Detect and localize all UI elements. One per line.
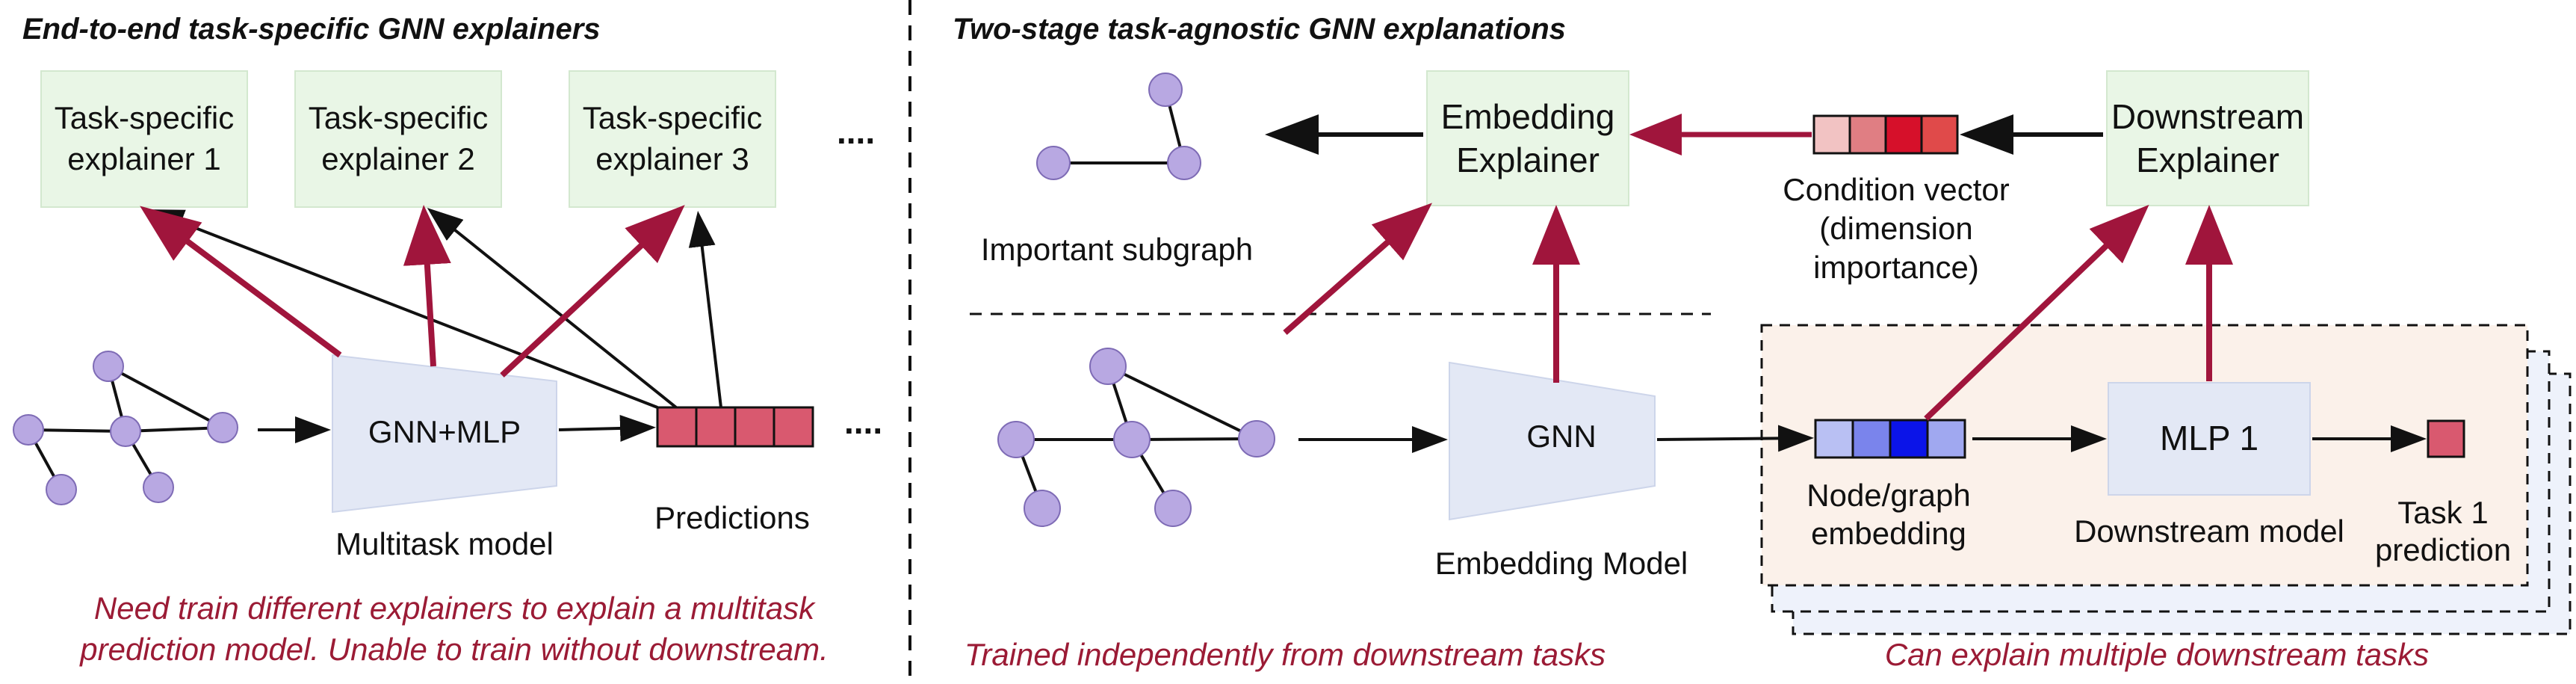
explainer-2-line2: explainer 2 <box>321 141 474 176</box>
right-graph-nodes <box>997 348 1275 527</box>
right-title: Two-stage task-agnostic GNN explanations <box>953 13 1566 46</box>
embedding-explainer-line1: Embedding <box>1441 97 1615 136</box>
condition-vector-line3: importance) <box>1813 250 1979 285</box>
explainer-3-line2: explainer 3 <box>595 141 749 176</box>
red-arrow-graph-to-explainer <box>1283 203 1433 336</box>
arrow-gnn-to-embedding <box>1656 425 1814 452</box>
multitask-model-shape <box>332 354 557 514</box>
explainer-1-line2: explainer 1 <box>67 141 220 176</box>
red-arrow-embedding-to-downstream <box>1924 204 2149 421</box>
important-subgraph-label: Important subgraph <box>981 232 1253 267</box>
condition-vector-line1: Condition vector <box>1783 172 2010 207</box>
explainer-2-line1: Task-specific <box>309 100 488 135</box>
predictions-ellipsis: .... <box>844 402 882 441</box>
task-prediction-box <box>2427 419 2465 458</box>
embedding-explainer-box: Embedding Explainer <box>1426 70 1629 206</box>
left-graph-nodes <box>13 351 238 505</box>
embedding-model-caption: Embedding Model <box>1435 546 1688 581</box>
node-embedding-vector <box>1814 419 1966 459</box>
right-note-right: Can explain multiple downstream tasks <box>1885 637 2429 672</box>
explainers-ellipsis: .... <box>837 112 875 151</box>
explainer-box-2: Task-specific explainer 2 <box>294 70 502 208</box>
red-arrow-to-explainer-2 <box>403 205 451 367</box>
predictions-label: Predictions <box>654 500 810 535</box>
task-prediction-line2: prediction <box>2375 532 2511 567</box>
mlp-box: MLP 1 <box>2108 382 2311 496</box>
left-title: End-to-end task-specific GNN explainers <box>22 13 601 46</box>
left-note-line1: Need train different explainers to expla… <box>94 591 816 626</box>
explainer-1-line1: Task-specific <box>55 100 234 135</box>
right-note-left: Trained independently from downstream ta… <box>965 637 1606 672</box>
gnn-shape <box>1449 361 1656 521</box>
red-arrow-to-explainer-3 <box>500 205 685 378</box>
condition-vector <box>1812 114 1959 155</box>
explainer-3-line1: Task-specific <box>583 100 762 135</box>
predictions-vector <box>656 406 814 448</box>
downstream-explainer-box: Downstream Explainer <box>2106 70 2309 206</box>
gnn-label: GNN <box>1526 419 1596 454</box>
explainer-box-3: Task-specific explainer 3 <box>569 70 776 208</box>
downstream-explainer-line2: Explainer <box>2136 141 2279 179</box>
arrow-pred-to-explainer-1 <box>147 209 658 409</box>
mlp-label: MLP 1 <box>2160 419 2258 457</box>
multitask-model-caption: Multitask model <box>335 526 554 561</box>
condition-vector-line2: (dimension <box>1819 211 1972 246</box>
node-embedding-line1: Node/graph <box>1806 478 1971 513</box>
node-embedding-line2: embedding <box>1811 516 1966 551</box>
explainer-box-1: Task-specific explainer 1 <box>40 70 248 208</box>
important-subgraph-nodes <box>1036 73 1201 180</box>
task-prediction-line1: Task 1 <box>2397 495 2488 530</box>
downstream-model-caption: Downstream model <box>2074 514 2344 549</box>
arrow-pred-to-explainer-3 <box>688 211 722 408</box>
red-arrow-to-explainer-1 <box>140 206 342 358</box>
arrow-model-to-predictions <box>558 414 656 442</box>
downstream-explainer-line1: Downstream <box>2111 97 2304 136</box>
multitask-model-label: GNN+MLP <box>368 414 521 449</box>
arrow-pred-to-explainer-2 <box>427 207 678 409</box>
left-note-line2: prediction model. Unable to train withou… <box>78 632 829 667</box>
embedding-explainer-line2: Explainer <box>1456 141 1600 179</box>
